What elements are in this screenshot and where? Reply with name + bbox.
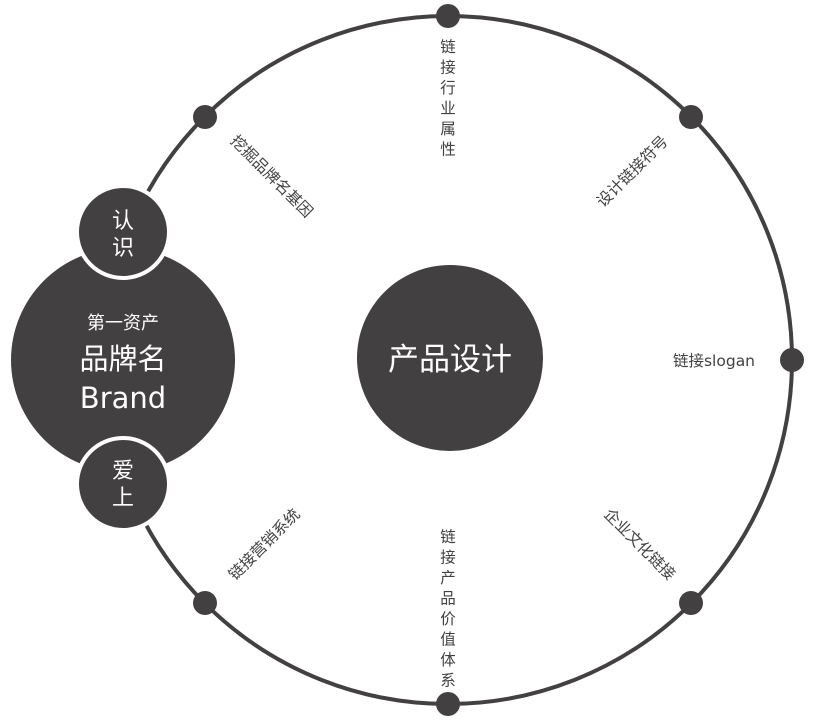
- stacked-label: 链接行业属性: [440, 38, 456, 159]
- ring-node-top-right: [679, 105, 703, 129]
- stacked-char: 体: [440, 651, 456, 669]
- badge-bottom-char-2: 上: [112, 486, 134, 511]
- stacked-char: 链: [440, 38, 456, 56]
- label-right: 链接slogan: [673, 352, 755, 370]
- ring-node-bottom-left: [193, 591, 217, 615]
- stacked-char: 接: [440, 549, 456, 567]
- brand-name: 品牌名: [79, 342, 166, 376]
- label-top-right: 设计链接符号: [593, 132, 671, 210]
- brand-english: Brand: [80, 381, 166, 415]
- stacked-char: 产: [440, 569, 456, 587]
- stacked-char: 接: [440, 59, 456, 77]
- ring-node-bottom: [436, 692, 460, 716]
- brand-subtitle: 第一资产: [87, 313, 159, 334]
- label-top: 链接行业属性: [440, 38, 456, 159]
- badge-top-char-1: 认: [112, 209, 134, 234]
- stacked-char: 品: [440, 590, 456, 608]
- ring-node-right: [780, 348, 804, 372]
- stacked-char: 行: [440, 79, 456, 97]
- stacked-char: 系: [440, 672, 456, 690]
- stacked-char: 价: [440, 610, 456, 628]
- center-label: 产品设计: [388, 342, 512, 378]
- ring-node-top-left: [193, 105, 217, 129]
- center-disc: [357, 265, 543, 451]
- label-bottom: 链接产品价值体系: [440, 528, 456, 690]
- badge-bottom-char-1: 爱: [112, 459, 134, 484]
- label-bottom-right: 企业文化链接: [600, 505, 678, 583]
- stacked-char: 值: [440, 631, 456, 649]
- stacked-char: 属: [440, 120, 456, 138]
- badge-top-char-2: 识: [112, 236, 134, 261]
- label-bottom-left: 链接营销系统: [225, 505, 303, 583]
- brand-disc: [11, 248, 235, 472]
- ring-node-bottom-right: [679, 591, 703, 615]
- badge-top: [75, 184, 171, 280]
- stacked-char: 链: [440, 528, 456, 546]
- label-top-left: 挖掘品牌名基因: [227, 132, 316, 221]
- stacked-char: 性: [440, 141, 456, 159]
- badge-bottom: [75, 436, 171, 532]
- ring-node-top: [436, 4, 460, 28]
- stacked-char: 业: [440, 100, 456, 118]
- stacked-label: 链接产品价值体系: [440, 528, 456, 690]
